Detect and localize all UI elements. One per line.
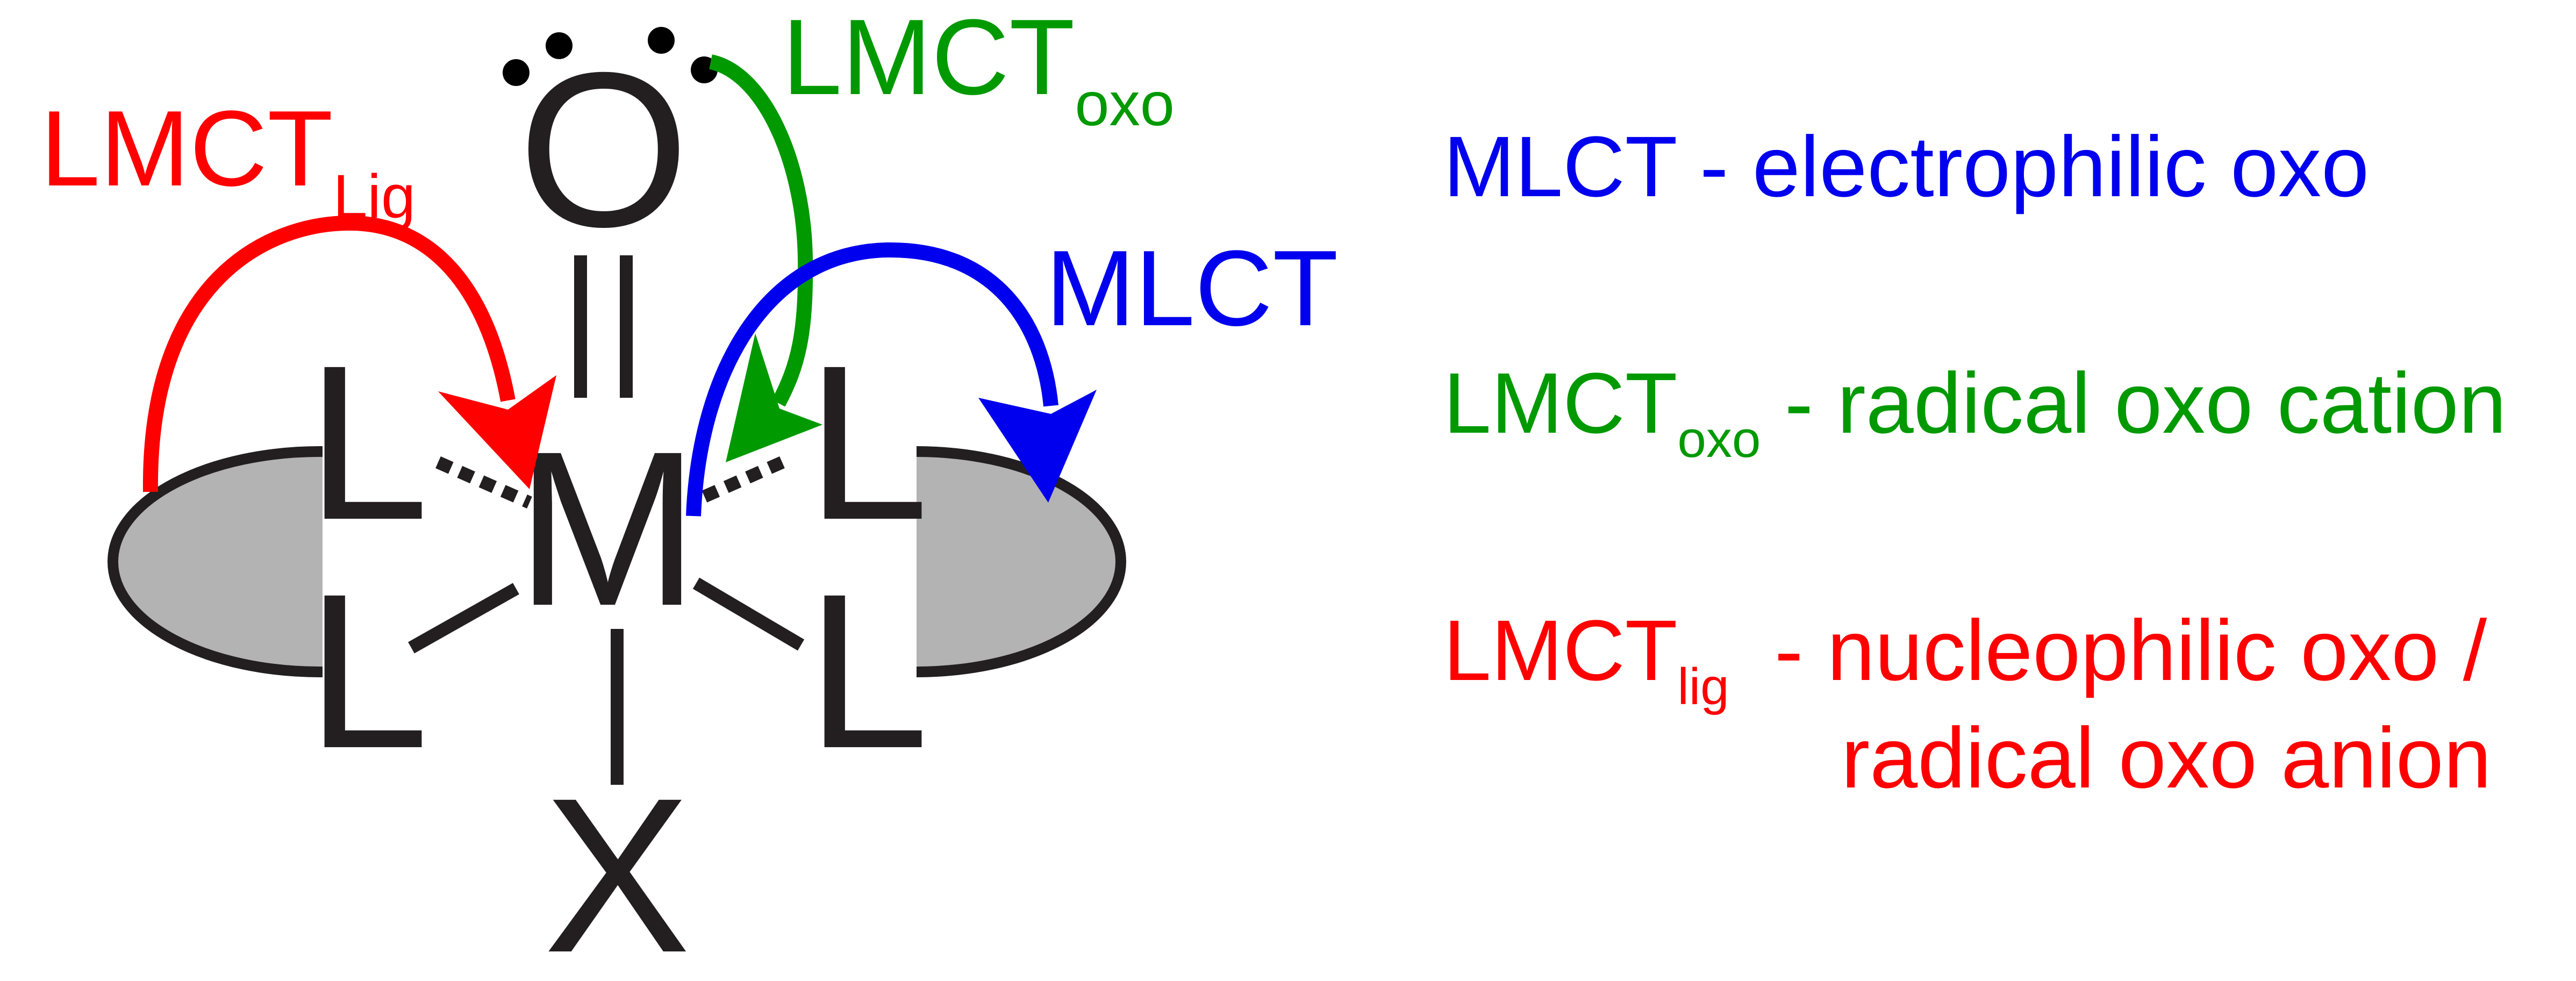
- lmct-oxo-label: LMCToxo: [782, 0, 1175, 139]
- lmct-oxo-arrow: [709, 54, 822, 462]
- mlct-arrow: [686, 242, 1097, 517]
- legend-item-mlct: MLCT - electrophilic oxo: [1443, 118, 2369, 214]
- ligand-atom-bottom-right: L: [806, 548, 929, 794]
- hashed-bonds: [435, 456, 785, 509]
- lmct-lig-arrow: [142, 215, 556, 492]
- right-ligand-lobe: [917, 446, 1126, 677]
- ligand-atom-bottom-left: L: [306, 548, 429, 794]
- oxo-lone-pairs: [503, 27, 718, 86]
- lmct-lig-label: LMCTLig: [40, 89, 416, 231]
- ligand-atom-top-left: L: [306, 319, 429, 565]
- axial-atom: X: [543, 752, 690, 981]
- legend: MLCT - electrophilic oxo LMCToxo - radic…: [1443, 118, 2507, 806]
- oxo-atom: O: [518, 26, 690, 273]
- ligand-atom-top-right: L: [806, 319, 929, 565]
- legend-item-lmct-lig: LMCTlig - nucleophilic oxo /: [1443, 602, 2487, 715]
- left-ligand-lobe: [108, 446, 323, 677]
- metal-atom: M: [516, 405, 699, 651]
- legend-item-lmct-oxo: LMCToxo - radical oxo cation: [1443, 355, 2507, 468]
- metal-oxo-double-bond: [574, 255, 633, 398]
- mlct-label: MLCT: [1046, 228, 1338, 348]
- solid-bonds: [408, 577, 805, 785]
- legend-item-lmct-lig-line2: radical oxo anion: [1841, 710, 2492, 806]
